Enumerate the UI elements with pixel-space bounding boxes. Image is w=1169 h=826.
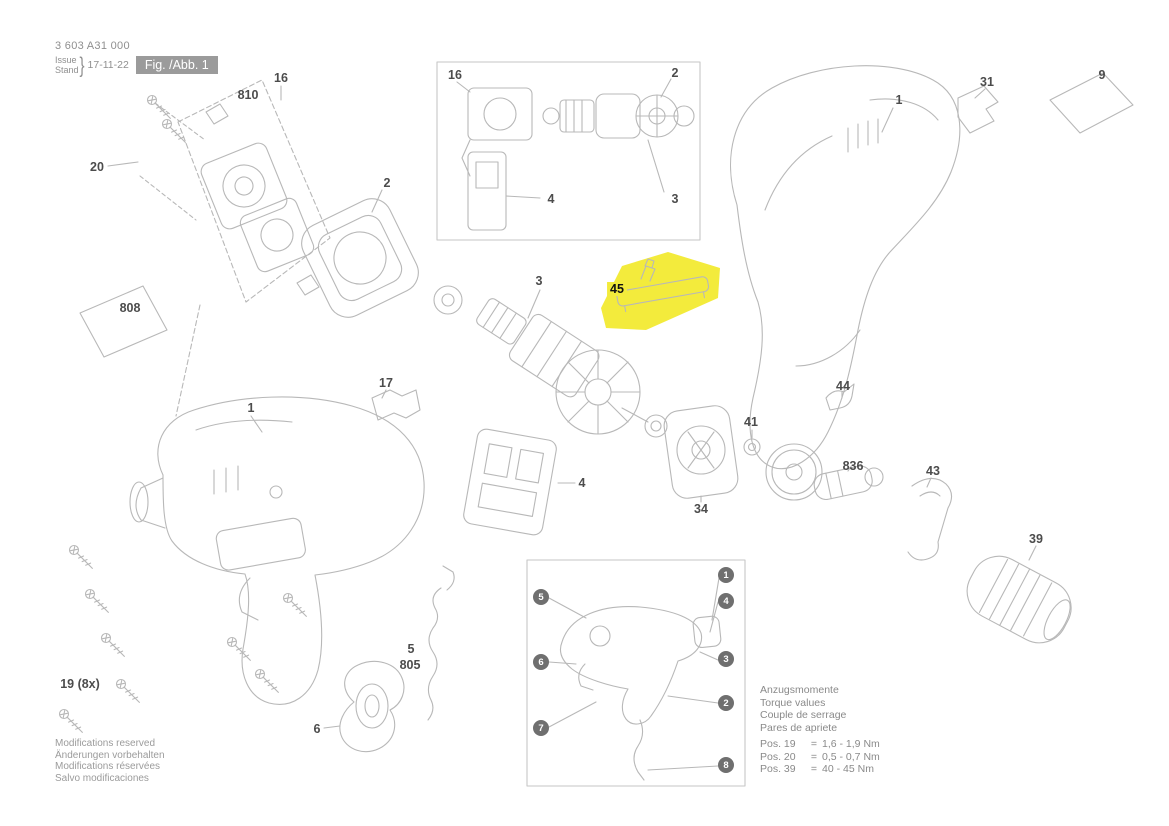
part-label-41[interactable]: 41 — [744, 415, 758, 429]
callout-8[interactable]: 8 — [718, 757, 734, 773]
torque-eq: = — [810, 738, 818, 750]
figure-badge[interactable]: Fig. /Abb. 1 — [135, 56, 218, 74]
callout-3[interactable]: 3 — [718, 651, 734, 667]
stand-label: Stand — [55, 65, 79, 75]
part-label-20[interactable]: 20 — [90, 160, 104, 174]
callout-6[interactable]: 6 — [533, 654, 549, 670]
torque-value: 0,5 - 0,7 Nm — [822, 750, 880, 763]
inset-bottom — [526, 559, 746, 787]
torque-title-de: Anzugsmomente — [760, 684, 839, 696]
torque-eq: = — [810, 750, 818, 763]
part-label-6[interactable]: 6 — [313, 722, 321, 736]
part-label-1-body[interactable]: 1 — [247, 401, 255, 415]
part-drawing-43 — [907, 477, 953, 561]
part-drawing-34 — [663, 405, 739, 503]
part-drawing-808 — [79, 285, 168, 358]
note-line-de: Änderungen vorbehalten — [55, 749, 165, 761]
document-number: 3 603 A31 000 — [55, 40, 130, 52]
torque-title-en: Torque values — [760, 696, 826, 709]
issue-stand-brace: } — [79, 52, 85, 78]
part-drawing-836 — [765, 443, 884, 501]
part-label-4-inset[interactable]: 4 — [547, 192, 555, 206]
callout-4[interactable]: 4 — [718, 593, 734, 609]
part-drawing-4-inset — [467, 139, 665, 231]
callout-1[interactable]: 1 — [718, 567, 734, 583]
torque-pos: Pos. 19 — [760, 738, 796, 750]
issue-date: 17-11-22 — [87, 59, 129, 71]
part-label-3-armature[interactable]: 3 — [535, 274, 543, 288]
torque-row-39: Pos. 39 = 40 - 45 Nm — [760, 763, 880, 776]
torque-eq: = — [810, 763, 818, 775]
issue-label: Issue — [55, 55, 77, 65]
modifications-note: Modifications reserved Änderungen vorbeh… — [55, 738, 165, 784]
torque-value: 1,6 - 1,9 Nm — [822, 738, 880, 750]
part-label-16-inset[interactable]: 16 — [448, 68, 462, 82]
part-label-17[interactable]: 17 — [379, 376, 393, 390]
torque-row-20: Pos. 20 = 0,5 - 0,7 Nm — [760, 751, 880, 764]
inset-leader-lines — [548, 577, 720, 771]
note-line-fr: Modifications réservées — [55, 761, 161, 772]
part-label-19[interactable]: 19 (8x) — [60, 677, 100, 691]
part-drawing-9 — [1049, 72, 1134, 134]
part-label-4-brush[interactable]: 4 — [578, 476, 586, 490]
torque-value: 40 - 45 Nm — [822, 763, 874, 775]
part-label-16-top[interactable]: 16 — [274, 71, 288, 85]
part-drawing-housing-1-left — [129, 396, 425, 705]
part-drawing-stator-2 — [301, 189, 419, 318]
part-label-836[interactable]: 836 — [842, 459, 864, 473]
inset-drill-drawing — [559, 605, 722, 781]
part-drawing-6 — [323, 660, 405, 753]
note-line-en: Modifications reserved — [55, 738, 156, 749]
part-label-31[interactable]: 31 — [980, 75, 994, 89]
part-drawing-16-inset — [456, 81, 533, 177]
part-drawing-17 — [371, 389, 421, 421]
part-label-39[interactable]: 39 — [1029, 532, 1043, 546]
part-label-9[interactable]: 9 — [1098, 68, 1106, 82]
part-drawing-armature-inset — [542, 78, 695, 139]
part-label-1-housing[interactable]: 1 — [895, 93, 903, 107]
torque-title-fr: Couple de serrage — [760, 709, 847, 721]
callout-2[interactable]: 2 — [718, 695, 734, 711]
part-drawing-gearbox-810 — [177, 79, 331, 303]
part-label-3-inset[interactable]: 3 — [671, 192, 679, 206]
leader-lines-top-left — [107, 102, 206, 417]
part-drawing-housing-1 — [730, 65, 961, 470]
part-drawing-screws-19 — [57, 543, 311, 737]
torque-note: Anzugsmomente Torque values Couple de se… — [760, 684, 880, 776]
callout-7[interactable]: 7 — [533, 720, 549, 736]
header: 3 603 A31 000 Issue Stand } 17-11-22 Fig… — [55, 40, 218, 78]
part-drawing-4 — [463, 428, 576, 536]
torque-pos: Pos. 20 — [760, 750, 796, 763]
torque-title-es: Pares de apriete — [760, 721, 838, 734]
part-drawing-44 — [825, 383, 855, 411]
part-label-805[interactable]: 805 — [399, 658, 421, 672]
part-label-45[interactable]: 45 — [607, 282, 627, 296]
part-drawing-cable-805 — [427, 565, 455, 721]
part-label-2-stator[interactable]: 2 — [383, 176, 391, 190]
part-drawing-armature-3 — [433, 285, 668, 438]
part-label-44[interactable]: 44 — [836, 379, 850, 393]
torque-row-19: Pos. 19 = 1,6 - 1,9 Nm — [760, 738, 880, 751]
part-drawing-41 — [743, 429, 761, 456]
part-label-808[interactable]: 808 — [119, 301, 141, 315]
part-label-43[interactable]: 43 — [926, 464, 940, 478]
part-drawing-31 — [957, 85, 999, 134]
note-line-es: Salvo modificaciones — [55, 772, 149, 784]
part-label-2-inset[interactable]: 2 — [671, 66, 679, 80]
part-label-5[interactable]: 5 — [407, 642, 415, 656]
callout-5[interactable]: 5 — [533, 589, 549, 605]
inset-top — [436, 61, 701, 241]
part-drawing-39 — [966, 545, 1072, 644]
torque-pos: Pos. 39 — [760, 763, 796, 775]
part-drawing-45 — [601, 252, 720, 330]
part-label-34[interactable]: 34 — [694, 502, 708, 516]
part-label-810[interactable]: 810 — [237, 88, 259, 102]
